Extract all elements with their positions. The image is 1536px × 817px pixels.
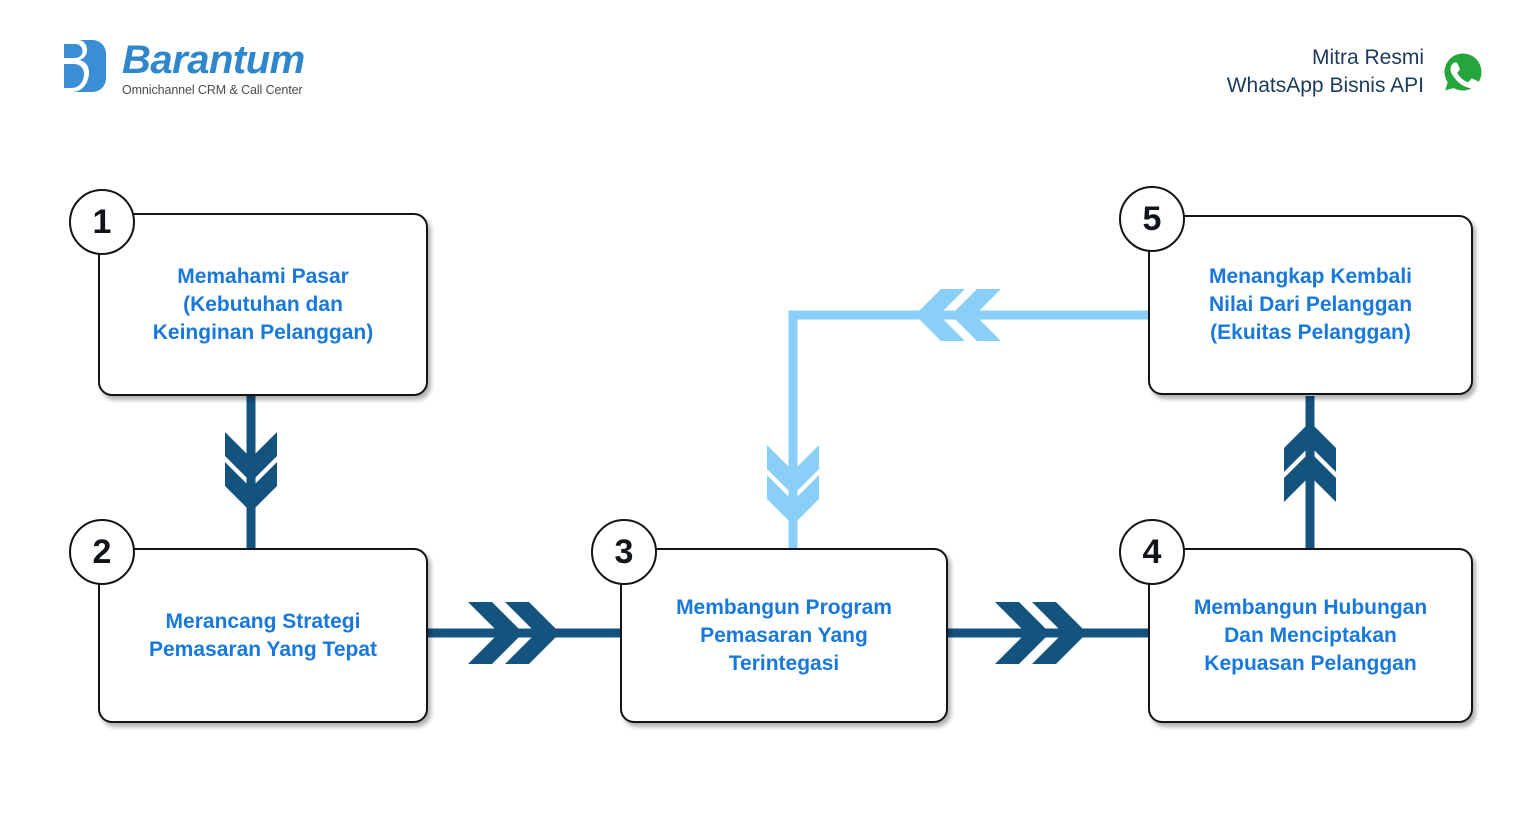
process-node-5-number-text: 5 [1142,199,1162,238]
process-node-5-label: Menangkap Kembali Nilai Dari Pelanggan (… [1208,265,1413,344]
process-node-2-number: 2 [69,519,135,585]
process-node-4-label: Membangun Hubungan Dan Menciptakan Kepua… [1193,595,1428,675]
process-node-3[interactable]: Membangun Program Pemasaran Yang Terinte… [620,548,948,723]
process-node-4-number-text: 4 [1142,532,1162,571]
partner-text: Mitra Resmi WhatsApp Bisnis API [1227,44,1424,100]
process-node-1-label: Memahami Pasar (Kebutuhan dan Keinginan … [152,264,374,344]
arrow-4-to-5 [1284,396,1336,548]
partner-line-2: WhatsApp Bisnis API [1226,74,1424,97]
arrow-2-to-3 [428,602,620,664]
process-node-1-number: 1 [69,189,135,255]
process-node-3-number: 3 [591,519,657,585]
process-node-4[interactable]: Membangun Hubungan Dan Menciptakan Kepua… [1148,548,1473,723]
barantum-b-logo-icon [56,38,108,94]
partner-line-1: Mitra Resmi [1311,46,1424,69]
process-node-1[interactable]: Memahami Pasar (Kebutuhan dan Keinginan … [98,213,428,396]
process-node-2[interactable]: Merancang Strategi Pemasaran Yang Tepat [98,548,428,723]
process-node-5[interactable]: Menangkap Kembali Nilai Dari Pelanggan (… [1148,215,1473,395]
brand-wordmark: Barantum Omnichannel CRM & Call Center [122,38,305,98]
whatsapp-icon [1442,51,1484,93]
arrow-5-to-3-feedback [767,289,1148,548]
process-node-2-label: Merancang Strategi Pemasaran Yang Tepat [149,609,377,661]
brand-name: Barantum [122,38,305,82]
partner-badge: Mitra Resmi WhatsApp Bisnis API [1227,44,1484,100]
process-node-1-number-text: 1 [92,202,112,241]
brand-logo: Barantum Omnichannel CRM & Call Center [56,38,305,98]
process-node-2-number-text: 2 [92,532,112,571]
arrow-3-to-4 [948,602,1148,664]
process-node-3-label: Membangun Program Pemasaran Yang Terinte… [676,595,892,675]
brand-tagline: Omnichannel CRM & Call Center [122,83,303,97]
process-node-5-number: 5 [1119,186,1185,252]
process-node-3-number-text: 3 [614,532,634,571]
arrow-1-to-2 [225,396,277,548]
process-node-4-number: 4 [1119,519,1185,585]
